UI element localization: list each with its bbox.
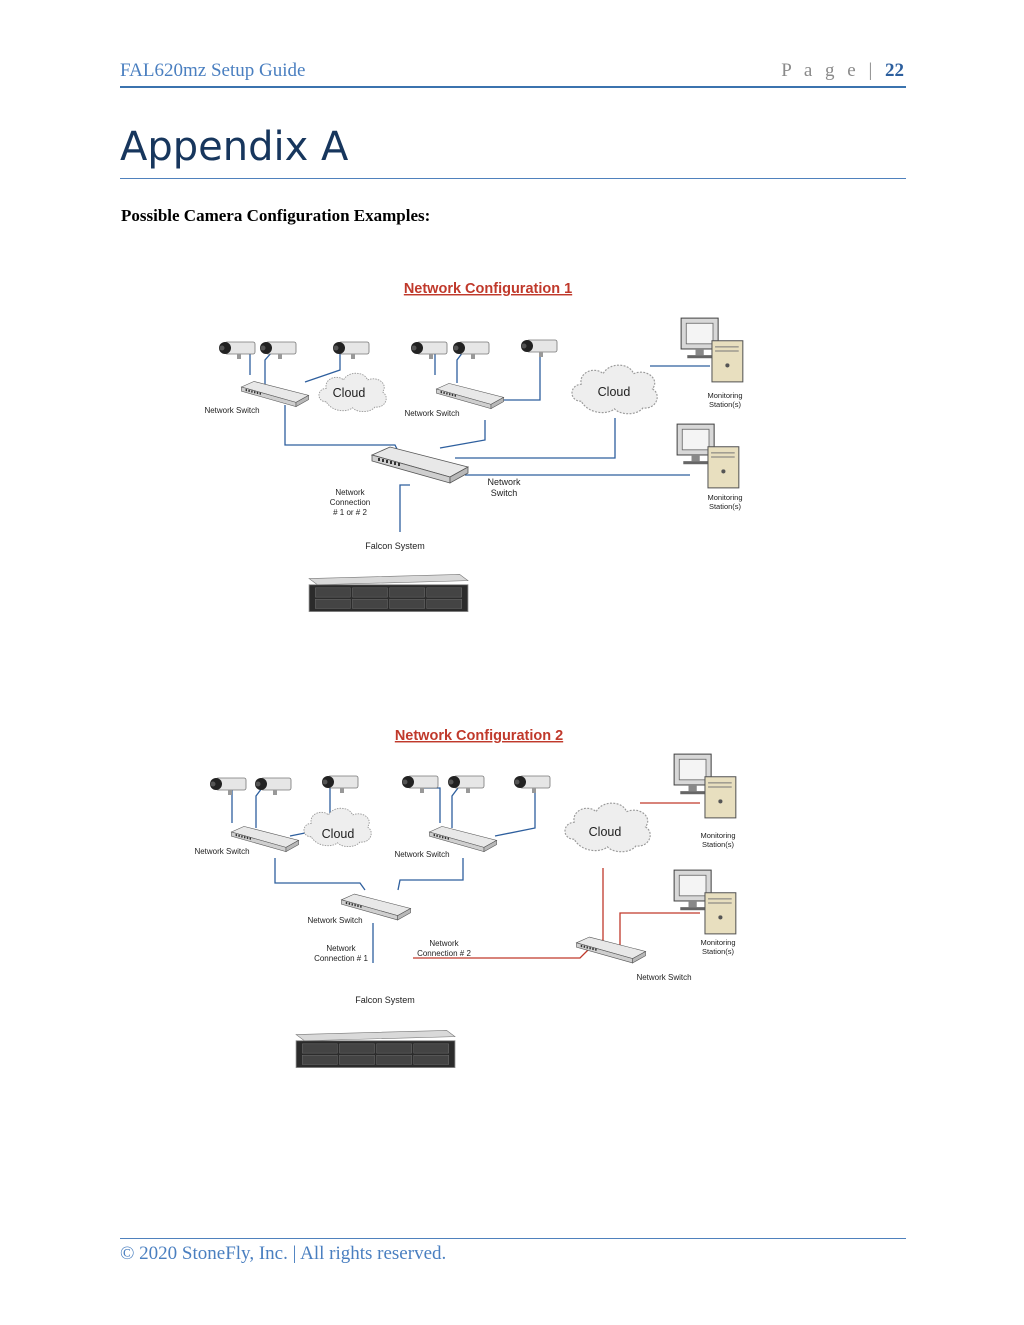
figure1-main-switch-label-1: Network	[487, 477, 521, 487]
figure1-switch-mid-label: Network Switch	[404, 409, 459, 418]
page-label: P a g e	[781, 60, 860, 81]
monitoring-station-icon	[673, 869, 737, 935]
figure2-switch-mid-label: Network Switch	[394, 850, 449, 859]
camera-icon	[401, 775, 439, 794]
figure2-station1-label-1: Monitoring	[700, 831, 735, 840]
camera-icon	[452, 341, 490, 360]
camera-icon	[513, 775, 551, 794]
network-switch-icon	[576, 936, 646, 964]
camera-icon	[321, 775, 359, 794]
figure1-station2-label-2: Station(s)	[709, 502, 742, 511]
figure2-connection2-label-1: Network	[429, 939, 459, 948]
camera-icon	[254, 777, 292, 796]
copyright-text: © 2020 StoneFly, Inc. | All rights reser…	[120, 1243, 447, 1264]
figure1-cloud-right-label: Cloud	[598, 385, 631, 399]
figure1-switch-left-label: Network Switch	[204, 406, 259, 415]
falcon-server-icon	[295, 1030, 456, 1068]
figure2-cloud-right-label: Cloud	[589, 825, 622, 839]
camera-icon	[520, 339, 558, 358]
heading-text: Appendix A	[120, 124, 349, 170]
network-switch-icon	[428, 826, 498, 852]
falcon-server-icon	[308, 574, 469, 612]
network-configuration-1-figure: Network Configuration 1 Cloud Cloud Netw…	[195, 270, 780, 620]
figure2-cloud-left-label: Cloud	[322, 827, 355, 841]
camera-icon	[209, 777, 247, 796]
monitoring-station-icon	[680, 317, 744, 383]
figure1-station1-label-2: Station(s)	[709, 400, 742, 409]
figure2-station2-label-1: Monitoring	[700, 938, 735, 947]
figure1-station2-label-1: Monitoring	[707, 493, 742, 502]
figure2-connection2-label-2: Connection # 2	[417, 949, 471, 958]
page-number: 22	[885, 60, 904, 81]
figure2-title: Network Configuration 2	[395, 728, 563, 744]
camera-icon	[410, 341, 448, 360]
figure2-switch-right-label: Network Switch	[636, 973, 691, 982]
figure2-connection1-label-2: Connection # 1	[314, 954, 368, 963]
figure1-falcon-label: Falcon System	[365, 541, 425, 551]
figure1-main-switch-label-2: Switch	[491, 488, 518, 498]
page-indicator: P a g e | 22	[781, 60, 904, 82]
figure2-switch-left-label: Network Switch	[194, 847, 249, 856]
figure1-station1-label-1: Monitoring	[707, 391, 742, 400]
figure2-connections	[223, 787, 536, 963]
figure1-connections	[237, 351, 710, 532]
document-title: FAL620mz Setup Guide	[120, 60, 306, 81]
camera-icon	[259, 341, 297, 360]
figure1-connection-label-1: Network	[335, 488, 365, 497]
figure1-connection-label-3: # 1 or # 2	[333, 508, 367, 517]
monitoring-station-icon	[673, 753, 737, 819]
page-footer: © 2020 StoneFly, Inc. | All rights reser…	[120, 1238, 906, 1264]
network-switch-icon	[371, 446, 469, 484]
appendix-heading: Appendix A	[120, 122, 906, 179]
page-header: FAL620mz Setup Guide P a g e | 22	[120, 60, 906, 88]
figure2-station1-label-2: Station(s)	[702, 840, 735, 849]
subheading: Possible Camera Configuration Examples:	[121, 206, 431, 225]
network-switch-icon	[435, 382, 505, 410]
figure1-connection-label-2: Connection	[330, 498, 370, 507]
figure2-switch-center-label: Network Switch	[307, 916, 362, 925]
network-switch-icon	[240, 380, 310, 408]
figure1-cloud-left-label: Cloud	[333, 386, 366, 400]
figure1-title: Network Configuration 1	[404, 281, 572, 297]
camera-icon	[447, 775, 485, 794]
figure2-connection1-label-1: Network	[326, 944, 356, 953]
network-configuration-2-figure: Network Configuration 2 Cloud Cloud Netw…	[180, 718, 770, 1083]
figure2-falcon-label: Falcon System	[355, 995, 415, 1005]
camera-icon	[332, 341, 370, 360]
page-separator: |	[868, 60, 877, 81]
figure2-station2-label-2: Station(s)	[702, 947, 735, 956]
monitoring-station-icon	[676, 423, 740, 489]
